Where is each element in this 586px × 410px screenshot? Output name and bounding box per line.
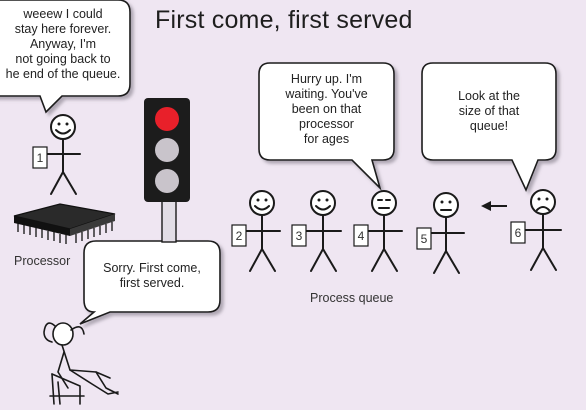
stick-figure-process-1 — [45, 114, 81, 195]
number-card-2-label: 2 — [236, 229, 243, 243]
scheduler-figure — [43, 322, 119, 405]
number-card-3-label: 3 — [296, 229, 303, 243]
number-card-2 — [231, 224, 247, 247]
number-card-5 — [416, 227, 432, 250]
bubble-last-process-text: Look at the size of that queue! — [458, 89, 520, 133]
stick-figure-process-3 — [304, 190, 342, 272]
number-card-1 — [32, 146, 48, 169]
traffic-light — [144, 98, 190, 243]
number-card-1-label: 1 — [37, 151, 44, 165]
number-card-6-label: 6 — [515, 226, 522, 240]
speech-bubble-processor-user — [0, 0, 131, 114]
number-card-6 — [510, 221, 526, 244]
number-card-4-label: 4 — [358, 229, 365, 243]
speech-bubble-last-process — [421, 62, 557, 193]
traffic-light-amber-off — [155, 138, 179, 162]
bubble-scheduler-text: Sorry. First come, first served. — [103, 261, 201, 290]
number-card-4 — [353, 224, 369, 247]
queue-direction-arrow-icon — [481, 201, 507, 211]
traffic-light-red — [155, 107, 179, 131]
page-title: First come, first served — [155, 6, 413, 34]
speech-bubble-scheduler — [79, 240, 221, 325]
number-card-5-label: 5 — [421, 232, 428, 246]
speech-bubble-waiting-process — [258, 62, 395, 191]
processor-chip-icon — [13, 203, 116, 244]
bubble-processor-user-text: weeew I could stay here forever. Anyway,… — [5, 7, 121, 81]
bubble-waiting-process-text: Hurry up. I'm waiting. You've been on th… — [285, 72, 368, 146]
traffic-light-green-off — [155, 169, 179, 193]
stick-figure-process-5 — [427, 192, 465, 274]
stick-figure-process-4 — [365, 190, 403, 272]
process-queue-label: Process queue — [310, 291, 394, 305]
processor-label: Processor — [14, 254, 71, 268]
number-card-3 — [291, 224, 307, 247]
stick-figure-process-2 — [243, 190, 281, 272]
stick-figure-process-6 — [524, 189, 562, 271]
